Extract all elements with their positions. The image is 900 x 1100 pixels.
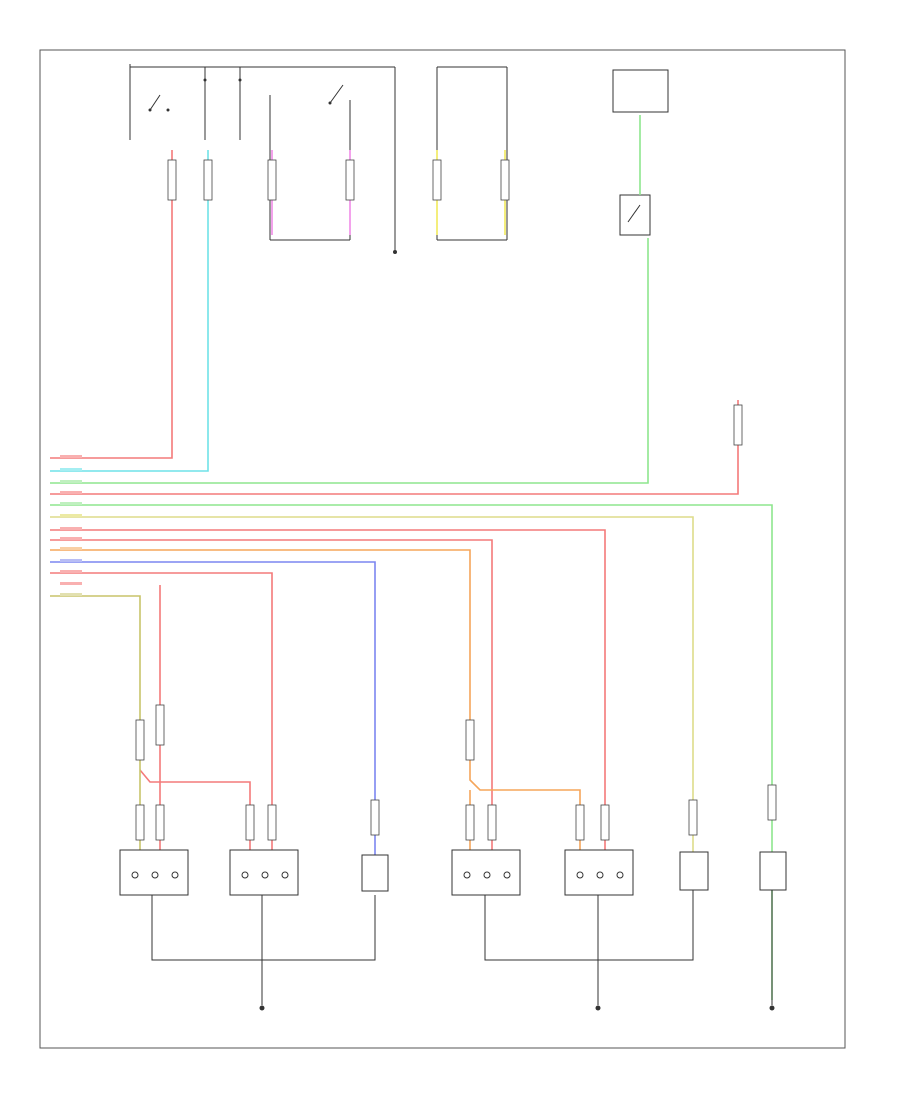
connector-markers	[135, 159, 777, 841]
lamp-left-2	[229, 849, 299, 896]
ground-right	[769, 1005, 775, 1011]
switch-right	[619, 194, 651, 236]
diagram-frame	[39, 49, 846, 1049]
bus-labels	[60, 455, 82, 596]
lamp-left-1	[119, 849, 189, 896]
center-ground-assembly	[393, 67, 397, 254]
wire-red-bus-2	[50, 539, 493, 870]
wire-blue-bus	[50, 561, 376, 870]
lamp-left-3	[361, 854, 389, 892]
wire-red-bus-3	[50, 572, 273, 870]
wire-cyan-top	[50, 150, 209, 472]
lamp-right-4	[759, 851, 787, 891]
relay-top-right	[612, 69, 669, 113]
wire-orange-bus	[50, 549, 581, 870]
ground-wire-right	[484, 890, 694, 1005]
lamp-right-1	[451, 849, 521, 896]
ground-wire-left	[151, 895, 376, 1005]
wire-red-bus-1	[50, 529, 606, 870]
ground-center	[595, 1005, 601, 1011]
passenger-window-switch	[436, 66, 508, 241]
lamp-right-2	[564, 849, 634, 896]
ground-left	[259, 1005, 265, 1011]
wire-green-bus-right	[50, 504, 773, 1000]
wire-olive-bus	[50, 595, 141, 870]
wire-green-main	[50, 238, 649, 484]
top-left-switch-assembly	[129, 64, 395, 140]
driver-window-switch	[269, 84, 351, 241]
wire-yellow-bus	[50, 516, 694, 870]
wire-red-top	[50, 150, 173, 459]
lamp-right-3	[679, 851, 709, 891]
wire-red-right	[50, 400, 739, 495]
